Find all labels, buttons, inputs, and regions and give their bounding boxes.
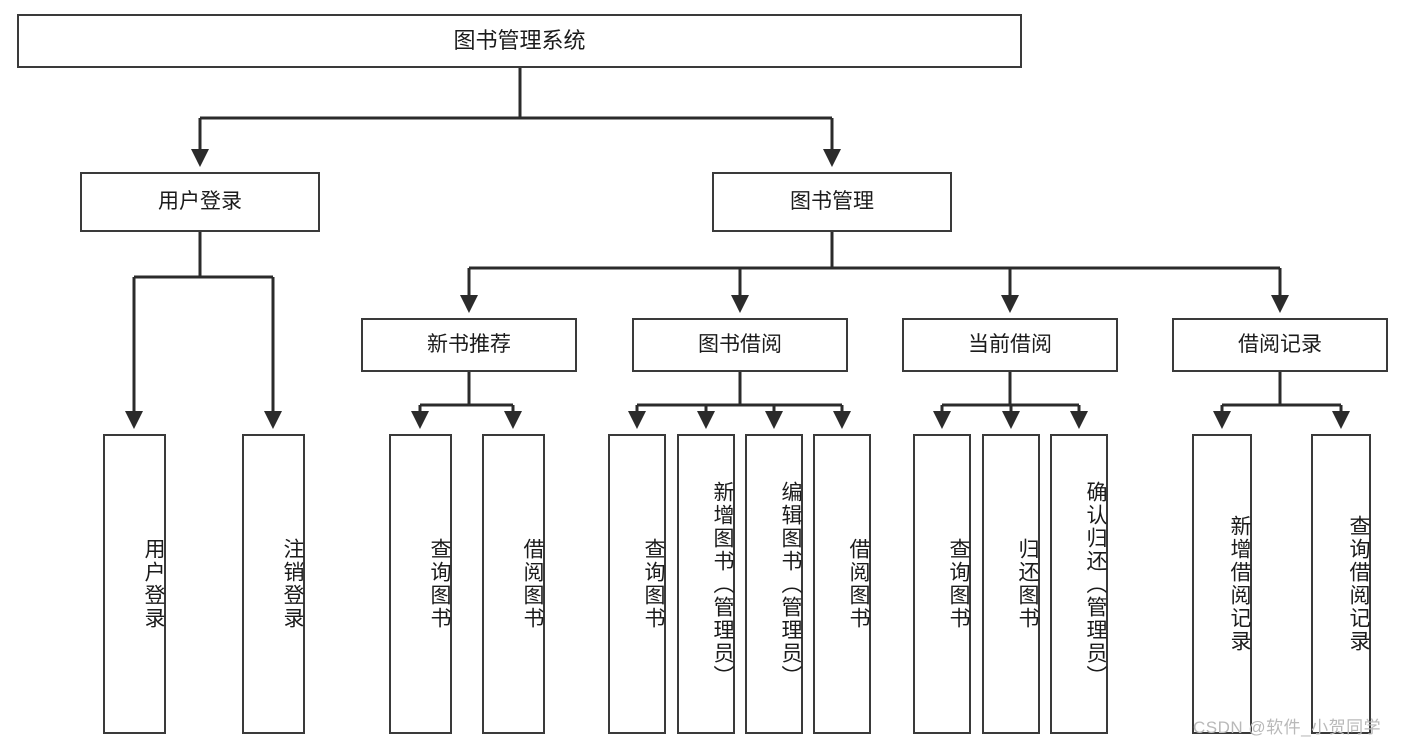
node-leaf-add-borrow-record-label: 新增借阅记录 [1228,515,1251,653]
node-leaf-add-book-admin-label: 新增图书（管理员） [711,480,734,688]
node-current-borrow-label: 当前借阅 [968,333,1052,357]
node-leaf-query-book-2[interactable]: 查询图书 [608,434,666,734]
csdn-watermark: CSDN @软件_小贺同学 [1193,718,1382,737]
node-leaf-edit-book-admin-label: 编辑图书（管理员） [779,480,802,688]
node-leaf-confirm-return-admin-label: 确认归还（管理员） [1084,480,1107,688]
node-leaf-return-book-label: 归还图书 [1016,538,1039,630]
node-leaf-user-login-label: 用户登录 [142,538,165,630]
node-book-borrow[interactable]: 图书借阅 [632,318,848,372]
node-leaf-user-login[interactable]: 用户登录 [103,434,166,734]
node-leaf-borrow-book-1-label: 借阅图书 [521,538,544,630]
node-user-login[interactable]: 用户登录 [80,172,320,232]
node-book-manage[interactable]: 图书管理 [712,172,952,232]
node-leaf-return-book[interactable]: 归还图书 [982,434,1040,734]
node-leaf-query-borrow-record-label: 查询借阅记录 [1347,515,1370,653]
node-user-login-label: 用户登录 [158,190,242,214]
node-leaf-edit-book-admin[interactable]: 编辑图书（管理员） [745,434,803,734]
node-leaf-confirm-return-admin[interactable]: 确认归还（管理员） [1050,434,1108,734]
node-leaf-borrow-book-2[interactable]: 借阅图书 [813,434,871,734]
node-book-borrow-label: 图书借阅 [698,333,782,357]
node-leaf-add-borrow-record[interactable]: 新增借阅记录 [1192,434,1252,734]
node-root[interactable]: 图书管理系统 [17,14,1022,68]
node-leaf-query-book-1-label: 查询图书 [428,538,451,630]
node-borrow-record[interactable]: 借阅记录 [1172,318,1388,372]
node-leaf-query-book-3[interactable]: 查询图书 [913,434,971,734]
node-leaf-borrow-book-1[interactable]: 借阅图书 [482,434,545,734]
node-root-label: 图书管理系统 [453,27,586,53]
node-leaf-query-book-3-label: 查询图书 [947,538,970,630]
node-leaf-query-borrow-record[interactable]: 查询借阅记录 [1311,434,1371,734]
node-borrow-record-label: 借阅记录 [1238,333,1322,357]
node-book-manage-label: 图书管理 [790,190,874,214]
node-new-book-recommend-label: 新书推荐 [427,333,511,357]
node-leaf-borrow-book-2-label: 借阅图书 [847,538,870,630]
node-leaf-user-logout-label: 注销登录 [281,538,304,630]
node-leaf-query-book-2-label: 查询图书 [642,538,665,630]
node-leaf-query-book-1[interactable]: 查询图书 [389,434,452,734]
node-leaf-user-logout[interactable]: 注销登录 [242,434,305,734]
node-leaf-add-book-admin[interactable]: 新增图书（管理员） [677,434,735,734]
node-current-borrow[interactable]: 当前借阅 [902,318,1118,372]
node-new-book-recommend[interactable]: 新书推荐 [361,318,577,372]
